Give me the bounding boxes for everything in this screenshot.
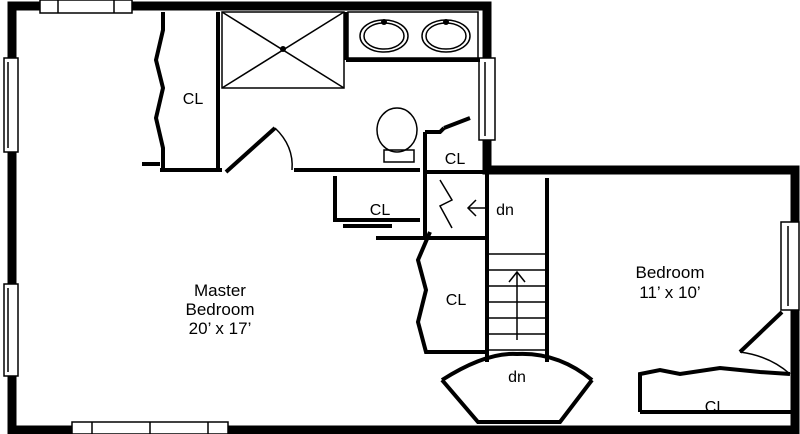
- double-vanity: [347, 11, 479, 59]
- window-bath-right: [478, 57, 496, 141]
- sink-left: [359, 19, 409, 53]
- window-left-lower: [3, 283, 19, 377]
- window-bedroom-right: [780, 221, 800, 311]
- closet-label-bedroom: CL: [705, 399, 726, 416]
- window-bottom: [71, 421, 229, 434]
- window-top: [39, 0, 133, 14]
- closet-label-master: CL: [183, 91, 204, 108]
- exterior-walls: [7, 1, 800, 434]
- closet-label-stair: CL: [446, 292, 467, 309]
- interior-walls: [142, 12, 795, 414]
- stairs: [440, 199, 594, 424]
- master-bedroom-label-2: Bedroom: [186, 300, 255, 319]
- door-swings: [274, 127, 791, 375]
- shower: [221, 11, 345, 89]
- landing: [440, 351, 594, 424]
- closet-label-bath: CL: [445, 151, 466, 168]
- bedroom-label: Bedroom: [636, 263, 705, 282]
- stairs-down-label-lower: dn: [508, 369, 526, 386]
- stair-arrow-up: [508, 270, 526, 340]
- window-left-upper: [3, 57, 19, 153]
- bedroom-dimensions: 11’ x 10’: [639, 283, 700, 302]
- master-bedroom-dimensions: 20’ x 17’: [189, 319, 252, 338]
- labels: Master Bedroom 20’ x 17’ Bedroom 11’ x 1…: [183, 91, 726, 416]
- sink-right: [421, 19, 471, 53]
- closet-label-hall: CL: [370, 202, 391, 219]
- master-bedroom-label: Master: [194, 281, 246, 300]
- toilet: [376, 107, 418, 163]
- windows: [3, 0, 800, 434]
- arrow-dn: [466, 199, 488, 217]
- stairs-down-label-upper: dn: [496, 202, 514, 219]
